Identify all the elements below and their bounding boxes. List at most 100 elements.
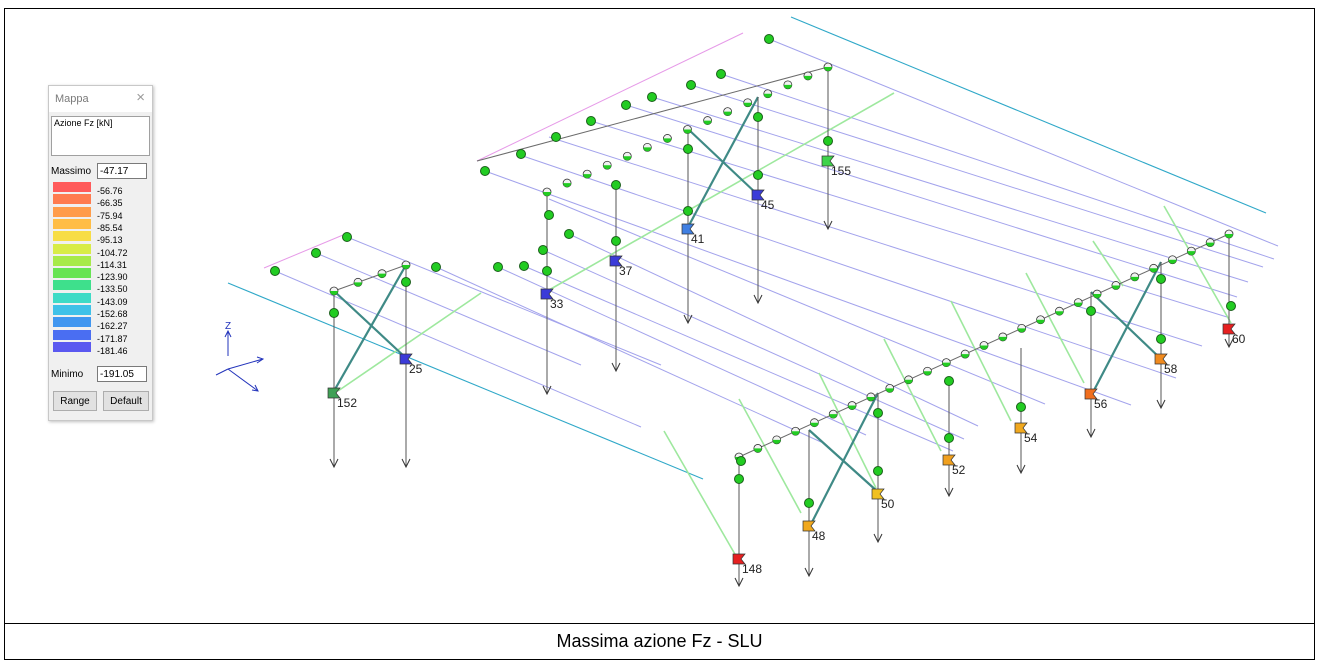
axis-arrow <box>224 329 232 338</box>
support-marker <box>327 387 341 399</box>
node-marker-half <box>829 414 838 419</box>
support-label: 52 <box>952 463 966 477</box>
node-marker <box>311 248 321 258</box>
range-button[interactable]: Range <box>53 391 97 411</box>
scale-swatch <box>53 255 91 266</box>
scale-tick: -75.94 <box>97 210 123 221</box>
node-marker-half <box>663 138 672 143</box>
secondary-member <box>950 300 1012 422</box>
node-marker <box>753 112 763 122</box>
rafter-line <box>768 38 1279 247</box>
node-marker <box>431 262 441 272</box>
node-marker-half <box>583 174 592 179</box>
node-marker <box>516 149 526 159</box>
node-marker-half <box>904 379 913 384</box>
bracing-member <box>1090 291 1162 360</box>
node-marker-half <box>998 336 1007 341</box>
scale-tick: -114.31 <box>97 259 127 270</box>
node-marker <box>873 408 883 418</box>
node-marker <box>764 34 774 44</box>
support-label: 60 <box>1232 332 1246 346</box>
rafter-line <box>523 265 954 452</box>
axis-x <box>227 358 264 370</box>
support-label: 54 <box>1024 431 1038 445</box>
axis-arrow <box>256 356 265 364</box>
node-marker-half <box>1093 294 1102 299</box>
support-label: 48 <box>812 529 826 543</box>
edge-line <box>227 282 704 480</box>
axis-y <box>227 368 259 392</box>
close-icon[interactable]: × <box>136 89 145 106</box>
reaction-arrow <box>1086 428 1096 439</box>
node-marker-half <box>723 111 732 116</box>
max-value-input[interactable] <box>97 163 147 179</box>
support-label: 148 <box>742 562 762 576</box>
node-marker-half <box>643 147 652 152</box>
axis-z-label: Z <box>225 321 231 332</box>
reaction-arrow <box>823 220 833 231</box>
node-marker <box>270 266 280 276</box>
support-label: 41 <box>691 232 705 246</box>
reaction-arrow <box>542 385 552 396</box>
scale-swatch <box>53 305 91 315</box>
support-marker <box>1084 388 1098 400</box>
mappa-legend-panel[interactable]: Mappa × Azione Fz [kN] Massimo -56.76-66… <box>48 85 153 421</box>
node-marker <box>542 266 552 276</box>
ridge-beam <box>476 66 829 162</box>
reaction-arrow <box>734 577 744 588</box>
rafter-line <box>346 236 662 366</box>
support-marker <box>609 255 623 267</box>
rafter-line <box>625 104 1238 298</box>
node-marker <box>686 80 696 90</box>
support-marker <box>821 155 835 167</box>
node-marker <box>736 456 746 466</box>
rafter-line <box>497 266 867 436</box>
edge-stroke <box>476 32 744 162</box>
support-marker <box>732 553 746 565</box>
support-label: 33 <box>550 297 564 311</box>
rafter-line <box>690 84 1264 268</box>
secondary-member <box>818 372 877 489</box>
node-marker-half <box>810 422 819 427</box>
node-marker-half <box>743 102 752 107</box>
reaction-arrow <box>873 533 883 544</box>
rafter-line <box>484 170 1132 406</box>
reaction-arrow <box>1224 338 1234 349</box>
node-marker-half <box>763 93 772 98</box>
scale-tick: -152.68 <box>97 309 128 319</box>
node-marker <box>538 245 548 255</box>
min-value-input[interactable] <box>97 366 147 382</box>
edge-line <box>790 16 1267 214</box>
support-label: 45 <box>761 198 775 212</box>
node-marker-half <box>1187 251 1196 256</box>
node-marker <box>611 236 621 246</box>
scale-tick: -181.46 <box>97 345 128 356</box>
reaction-arrow <box>753 294 763 305</box>
node-marker <box>329 308 339 318</box>
node-marker <box>944 376 954 386</box>
reaction-arrow <box>683 314 693 325</box>
min-label: Minimo <box>51 369 84 380</box>
node-marker-half <box>603 165 612 170</box>
rafter-line <box>651 96 1249 283</box>
node-marker-half <box>980 345 988 350</box>
min-row: Minimo <box>51 366 151 382</box>
result-description[interactable]: Azione Fz [kN] <box>51 116 150 156</box>
node-marker <box>734 474 744 484</box>
node-marker-half <box>824 67 832 71</box>
scale-swatch <box>53 280 91 291</box>
rafter-line <box>542 249 965 440</box>
max-label: Massimo <box>51 166 92 177</box>
rafter-line <box>274 270 642 428</box>
scale-tick: -104.72 <box>97 247 128 258</box>
node-marker <box>647 92 657 102</box>
default-button[interactable]: Default <box>103 391 149 411</box>
mappa-titlebar[interactable]: Mappa × <box>49 86 152 112</box>
node-marker-half <box>783 84 792 89</box>
support-marker <box>1154 353 1168 365</box>
node-marker-half <box>1111 285 1120 290</box>
scale-swatch <box>53 182 91 192</box>
